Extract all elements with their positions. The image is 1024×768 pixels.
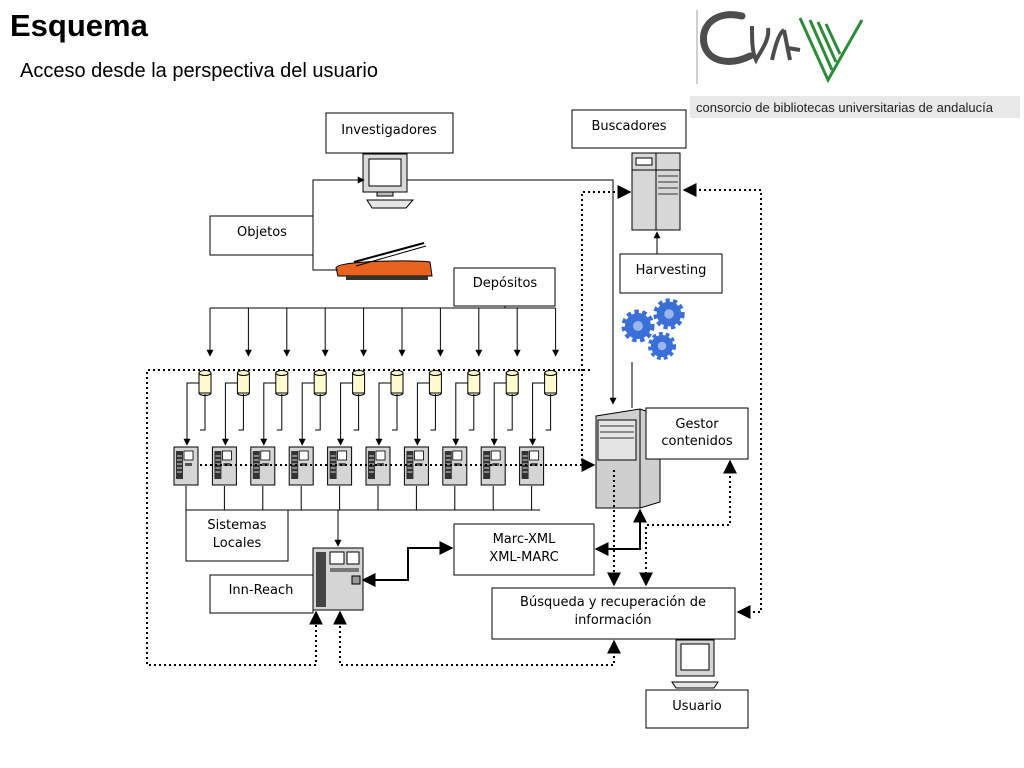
box-sistemas-locales: Sistemas Locales xyxy=(185,509,289,562)
storage-to-terminal-arrow xyxy=(490,382,507,446)
objetos-to-investigadores-arrow xyxy=(312,176,365,235)
box-gestor-label-2: contenidos xyxy=(661,434,732,449)
box-gestor: Gestor contenidos xyxy=(645,407,749,460)
storage-feed-line xyxy=(238,394,244,431)
page-title: Esquema xyxy=(10,8,148,43)
box-sistemas-label-1: Sistemas xyxy=(207,518,266,533)
busqueda-innreach-dotted xyxy=(333,610,621,666)
logo-c-stroke xyxy=(699,11,754,65)
storage-feed-line xyxy=(200,394,206,431)
database-cylinder-icon xyxy=(390,370,404,396)
innreach-marc-arrow xyxy=(361,541,454,587)
box-harvesting-label: Harvesting xyxy=(636,263,707,278)
storage-to-terminal-arrow xyxy=(375,382,391,446)
database-cylinder-icon xyxy=(544,370,558,396)
storage-feed-line xyxy=(353,394,360,431)
database-cylinder-icon xyxy=(428,370,442,396)
box-investigadores-label: Investigadores xyxy=(341,123,437,138)
database-cylinder-icon xyxy=(505,370,519,396)
database-cylinder-icon xyxy=(275,370,289,396)
storage-to-terminal-arrow xyxy=(452,382,468,446)
storage-feed-line xyxy=(315,394,321,431)
box-harvesting: Harvesting xyxy=(619,253,723,294)
search-server-icon xyxy=(631,152,681,231)
objetos-to-scanner-line xyxy=(312,235,338,271)
storage-feed-line xyxy=(468,394,475,431)
desktop-computer-icon xyxy=(362,153,415,209)
logo-ua-stroke xyxy=(770,28,801,61)
gestor-busqueda-dotted xyxy=(639,459,737,587)
box-gestor-label-1: Gestor xyxy=(675,417,719,432)
database-cylinder-icon xyxy=(467,370,481,396)
box-sistemas-label-2: Locales xyxy=(213,536,262,551)
logo-bar xyxy=(690,96,1020,118)
buscadores-dotted-left xyxy=(581,185,632,465)
marc-gestor-arrow xyxy=(594,508,647,556)
user-computer-icon xyxy=(671,639,719,689)
storage-to-terminal-arrow xyxy=(260,382,276,446)
logo: consorcio de bibliotecas universitarias … xyxy=(690,10,1020,118)
box-marc-label-1: Marc-XML xyxy=(493,532,557,547)
logo-text: consorcio de bibliotecas universitarias … xyxy=(696,100,994,115)
mainframe-icon xyxy=(312,547,364,611)
box-busqueda-label-1: Búsqueda y recuperación de xyxy=(520,595,706,610)
database-cylinder-icon xyxy=(313,370,327,396)
box-usuario-label: Usuario xyxy=(672,699,721,714)
buscadores-busqueda-dotted xyxy=(682,183,762,619)
box-investigadores: Investigadores xyxy=(325,112,454,154)
storage-to-terminal-arrow xyxy=(183,382,199,446)
database-cylinder-icon xyxy=(236,370,250,396)
local-systems-cluster xyxy=(173,306,560,510)
box-objetos-label: Objetos xyxy=(237,225,287,240)
box-inn-reach: Inn-Reach xyxy=(209,574,314,614)
box-usuario: Usuario xyxy=(645,689,749,729)
box-buscadores: Buscadores xyxy=(571,109,687,149)
database-cylinder-icon xyxy=(352,370,366,396)
storage-feed-line xyxy=(430,394,436,431)
terminal-icon xyxy=(173,446,199,486)
box-marc-label-2: XML-MARC xyxy=(489,550,558,565)
box-depositos: Depósitos xyxy=(453,267,556,307)
storage-to-terminal-arrow xyxy=(298,382,315,446)
box-marc-xml: Marc-XML XML-MARC xyxy=(453,523,595,576)
dotted-enclosure-line xyxy=(146,369,590,666)
storage-feed-line xyxy=(507,394,513,431)
box-busqueda: Búsqueda y recuperación de información xyxy=(491,587,736,640)
storage-feed-line xyxy=(392,394,398,431)
storage-to-terminal-arrow xyxy=(529,382,545,446)
box-objetos: Objetos xyxy=(209,215,314,256)
box-inn-reach-label: Inn-Reach xyxy=(229,583,294,598)
database-cylinder-icon xyxy=(198,370,212,396)
storage-to-terminal-arrow xyxy=(337,382,353,446)
investigadores-to-gestor-arrow xyxy=(407,179,617,405)
storage-feed-line xyxy=(276,394,283,431)
logo-green-stripes xyxy=(798,17,864,84)
box-buscadores-label: Buscadores xyxy=(591,119,666,134)
scanner-icon xyxy=(335,242,433,280)
page-subtitle: Acceso desde la perspectiva del usuario xyxy=(20,60,378,82)
gears-icon xyxy=(625,302,681,357)
storage-feed-line xyxy=(545,394,552,431)
storage-to-terminal-arrow xyxy=(221,382,238,446)
box-busqueda-label-2: información xyxy=(574,613,651,628)
box-depositos-label: Depósitos xyxy=(473,276,538,291)
storage-to-terminal-arrow xyxy=(413,382,430,446)
logo-b-stroke xyxy=(750,25,771,65)
